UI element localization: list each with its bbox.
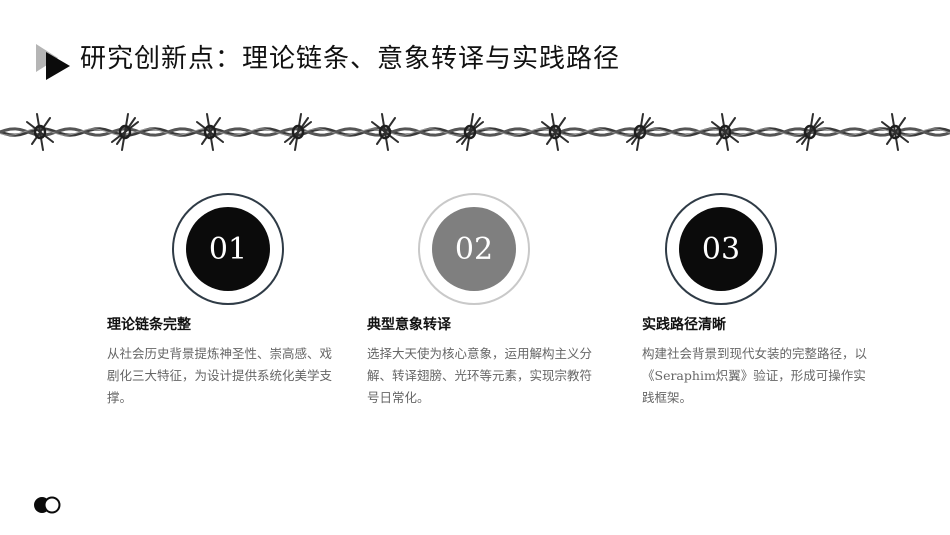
item-description-02: 选择大天使为核心意象，运用解构主义分解、转译翅膀、光环等元素，实现宗教符号日常化…: [367, 346, 593, 405]
wire-barb: [626, 113, 654, 151]
wire-barb: [26, 113, 54, 151]
wire-barb: [371, 113, 399, 151]
wire-barb: [796, 113, 824, 151]
play-triangle-icon: [36, 44, 70, 80]
item-heading-03: 实践路径清晰: [642, 317, 726, 333]
wire-barb: [541, 113, 569, 151]
barbed-wire-image: [0, 113, 950, 151]
step-circle-03: 03: [665, 193, 777, 305]
step-circle-01: 01: [172, 193, 284, 305]
item-description-01: 从社会历史背景提炼神圣性、崇高感、戏剧化三大特征，为设计提供系统化美学支撑。: [107, 346, 333, 405]
item-heading-01: 理论链条完整: [107, 317, 191, 333]
step-number-02: 02: [432, 207, 516, 291]
step-circle-02: 02: [418, 193, 530, 305]
wire-barb: [111, 113, 139, 151]
wire-barb: [711, 113, 739, 151]
wire-barb: [196, 113, 224, 151]
page-title: 研究创新点：理论链条、意象转译与实践路径: [80, 44, 621, 74]
wire-barb: [284, 113, 312, 151]
step-number-03: 03: [679, 207, 763, 291]
two-circles-logo-icon: [34, 496, 61, 514]
step-number-01: 01: [186, 207, 270, 291]
item-description-03: 构建社会背景到现代女装的完整路径，以《Seraphim炽翼》验证，形成可操作实践…: [642, 346, 868, 405]
item-heading-02: 典型意象转译: [367, 317, 451, 333]
wire-barb: [881, 113, 909, 151]
wire-barb: [456, 113, 484, 151]
